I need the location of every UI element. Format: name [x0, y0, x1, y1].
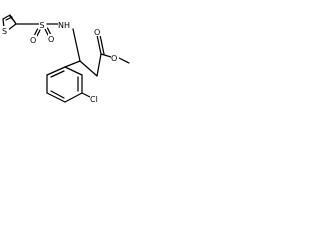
bond-phenyl-inner-1 [50, 70, 65, 78]
bond-thiophene-c3-c4 [2, 14, 11, 20]
label-bg-sulfonyl-s [39, 20, 46, 29]
ester-oxygen-ether-label: O [111, 54, 117, 63]
bond-nh-ch [72, 28, 81, 62]
bonds [2, 14, 130, 103]
atom-labels: S S O O NH O O Cl [2, 20, 119, 104]
sulfonyl-oxygen-left-label: O [30, 36, 36, 45]
label-bg-carbonyl-o [94, 27, 101, 36]
sulfonyl-oxygen-right-label: O [48, 35, 54, 44]
label-bg-o-left [30, 35, 37, 44]
label-bg-o-right [48, 34, 55, 43]
bond-phenyl-cl [81, 92, 91, 98]
chlorine-label: Cl [90, 95, 98, 104]
bond-thiophene-s-c2 [7, 23, 17, 31]
bond-phenyl-4 [64, 92, 83, 103]
bond-ch-ch2 [79, 60, 98, 77]
amine-label: NH [58, 21, 70, 30]
bond-carbonyl-o-a [96, 34, 102, 55]
sulfur-thiophene-label: S [2, 27, 7, 36]
bond-ch2-carbonyl [96, 53, 102, 77]
bond-ch-phenyl [64, 60, 81, 68]
bond-phenyl-3 [46, 92, 66, 103]
bond-carbonyl-ester-o [100, 53, 112, 58]
label-bg-thiophene-s [2, 26, 9, 35]
bond-phenyl-inner-2 [50, 90, 65, 99]
bond-thiophene-inner-2 [9, 15, 16, 23]
label-bg-cl [90, 94, 102, 103]
bond-sulfonyl-o-right-a [44, 28, 49, 36]
bond-ester-o-methyl [118, 57, 130, 64]
bond-phenyl-6 [64, 66, 83, 76]
bond-sulfonyl-o-right-b [46, 27, 52, 35]
label-bg-nh [58, 20, 71, 29]
chemical-structure: S S O O NH O O Cl [2, 14, 130, 104]
ester-oxygen-carbonyl-label: O [94, 28, 100, 37]
bond-phenyl-1 [46, 66, 66, 76]
bond-sulfonyl-o-left-a [33, 28, 39, 36]
bond-carbonyl-o-b [99, 34, 105, 55]
label-bg-ester-o [111, 53, 119, 62]
bond-sulfonyl-o-left-b [36, 29, 41, 37]
sulfonyl-sulfur-label: S [40, 21, 45, 30]
